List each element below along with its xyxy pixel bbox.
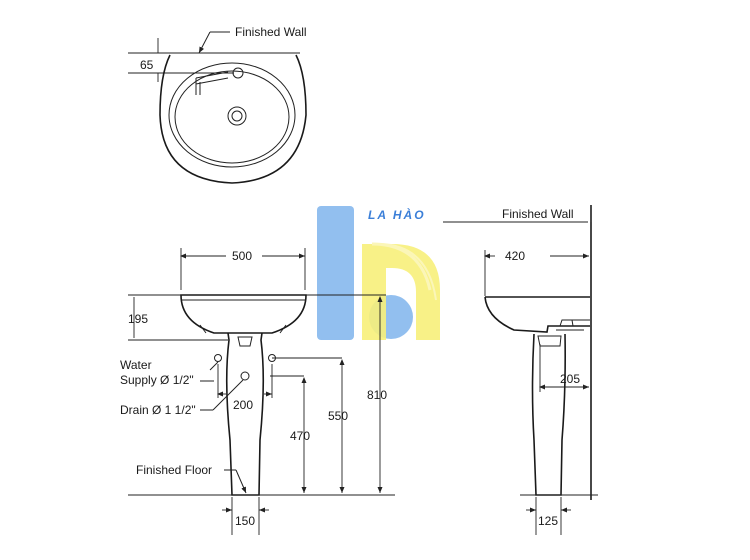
front-depth-dim: 195	[128, 312, 148, 326]
front-pedestal	[225, 332, 265, 496]
front-width-dim: 500	[232, 249, 252, 263]
top-view: Finished Wall 65	[128, 25, 307, 184]
side-view: Finished Wall 420 205 125	[443, 205, 598, 535]
top-basin-outline	[159, 54, 307, 184]
floor-label: Finished Floor	[136, 463, 212, 477]
supply-height-dim: 550	[328, 409, 348, 423]
side-base-dim: 125	[538, 514, 558, 528]
front-base-dim: 150	[235, 514, 255, 528]
top-bowl	[168, 62, 296, 168]
drain-height-dim: 470	[290, 429, 310, 443]
watermark-blue-bar	[317, 206, 354, 340]
side-projection-dim: 420	[505, 249, 525, 263]
side-pedestal	[531, 333, 566, 496]
top-offset-dim: 65	[140, 58, 154, 72]
faucet-hole	[232, 67, 244, 79]
spacing-dim: 200	[233, 398, 253, 412]
water-supply-label: Supply Ø 1/2"	[120, 373, 194, 387]
watermark-brand-text: LA HÀO	[368, 207, 426, 222]
top-wall-label: Finished Wall	[235, 25, 307, 39]
side-basin	[484, 296, 590, 333]
front-view: 500 195 Water Supply Ø 1/2" Drain Ø 1 1/…	[120, 248, 395, 535]
water-label: Water	[120, 358, 152, 372]
front-basin	[180, 294, 307, 334]
watermark-logo: LA HÀO	[317, 206, 440, 340]
rim-height-dim: 810	[367, 388, 387, 402]
drain-label: Drain Ø 1 1/2"	[120, 403, 196, 417]
side-pedestal-offset-dim: 205	[560, 372, 580, 386]
side-wall-label: Finished Wall	[502, 207, 574, 221]
top-drain	[227, 106, 247, 126]
